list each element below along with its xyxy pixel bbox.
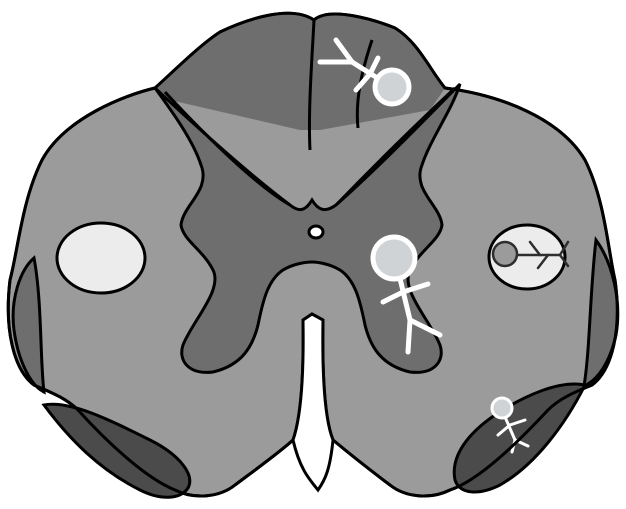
pale-oval-left	[57, 223, 145, 293]
central-canal	[309, 226, 323, 238]
